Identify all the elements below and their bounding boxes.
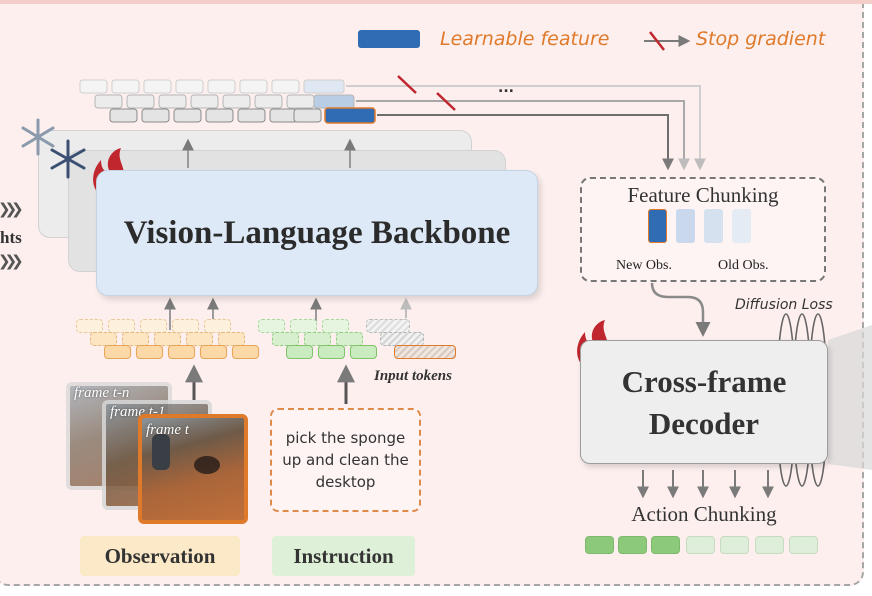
action-chunking-label: Action Chunking — [631, 502, 777, 526]
chunk-block-2 — [676, 209, 695, 243]
snowflake-icon — [50, 139, 86, 179]
obs-token — [186, 332, 213, 346]
placeholder-token — [380, 332, 424, 346]
vision-language-backbone: Vision-Language Backbone — [96, 170, 538, 296]
legend-learnable-swatch — [358, 30, 420, 48]
chunk-block-new — [648, 209, 667, 243]
obs-token — [90, 332, 117, 346]
instr-token — [350, 345, 377, 359]
action-token — [618, 536, 647, 554]
decoder-title-line1: Cross-frame — [621, 364, 787, 399]
instr-token — [258, 319, 285, 333]
debris-on-desk — [194, 456, 220, 474]
chunk-block-old — [732, 209, 751, 243]
frame-label-t: frame t — [146, 422, 189, 438]
obs-token — [140, 319, 167, 333]
chevron-right-icon: ❯❯❯ — [0, 252, 24, 270]
instr-token — [286, 345, 313, 359]
instruction-box: pick the sponge up and clean the desktop — [270, 408, 421, 512]
new-obs-label: New Obs. — [616, 258, 672, 273]
placeholder-token — [366, 319, 410, 333]
decoder-title-line2: Decoder — [648, 406, 760, 441]
old-obs-label: Old Obs. — [718, 258, 769, 273]
legend-stop-gradient-label: Stop gradient — [696, 28, 826, 50]
feature-chunking-title: Feature Chunking — [627, 183, 779, 207]
obs-token — [108, 319, 135, 333]
obs-token — [218, 332, 245, 346]
instr-token — [304, 332, 331, 346]
left-edge-label: hts — [0, 228, 22, 247]
observation-label: Observation — [80, 536, 240, 576]
top-feature-row-front — [109, 108, 322, 123]
action-token — [585, 536, 614, 554]
instr-token — [336, 332, 363, 346]
chunk-block-3 — [704, 209, 723, 243]
instr-token — [318, 345, 345, 359]
snowflake-icon — [21, 118, 55, 156]
chunking-to-decoder-arrow — [650, 282, 711, 337]
instruction-label: Instruction — [272, 536, 415, 576]
route-line-front — [377, 114, 674, 171]
instr-token — [290, 319, 317, 333]
feature-chunking-box — [580, 177, 826, 282]
stop-gradient-icon — [644, 31, 691, 51]
route-line-mid — [356, 100, 690, 171]
obs-token — [104, 345, 131, 359]
obs-token — [200, 345, 227, 359]
robot-arm — [152, 434, 170, 470]
action-token — [651, 536, 680, 554]
route-line-back — [346, 85, 706, 171]
instr-token — [322, 319, 349, 333]
ellipsis: ... — [498, 80, 514, 96]
placeholder-token — [394, 345, 456, 359]
action-token — [686, 536, 715, 554]
chevron-right-icon: ❯❯❯ — [0, 200, 24, 218]
top-feature-row-mid — [94, 94, 355, 109]
stop-gradient-mark-1 — [397, 75, 417, 94]
obs-token — [232, 345, 259, 359]
decoder-output-arrows — [637, 470, 774, 499]
learnable-feature-token — [324, 107, 376, 124]
obs-token — [154, 332, 181, 346]
legend-learnable-label: Learnable feature — [440, 28, 610, 50]
input-tokens-label: Input tokens — [374, 368, 452, 384]
obs-token — [122, 332, 149, 346]
cross-frame-decoder — [580, 340, 828, 464]
obs-token — [204, 319, 231, 333]
top-border-strip — [0, 0, 872, 4]
obs-token — [168, 345, 195, 359]
stop-gradient-mark-2 — [436, 92, 456, 111]
action-token — [755, 536, 784, 554]
obs-token — [76, 319, 103, 333]
diffusion-loss-label: Diffusion Loss — [735, 297, 833, 313]
frame-image-t — [138, 414, 248, 524]
obs-token — [136, 345, 163, 359]
obs-token — [172, 319, 199, 333]
action-token — [720, 536, 749, 554]
instr-token — [272, 332, 299, 346]
action-token — [789, 536, 818, 554]
frame-label-t-n: frame t-n — [74, 385, 130, 401]
top-feature-row-back — [79, 79, 345, 94]
backbone-title: Vision-Language Backbone — [123, 214, 511, 251]
instruction-text: pick the sponge up and clean the desktop — [282, 429, 409, 491]
zoom-wedge — [828, 325, 872, 470]
